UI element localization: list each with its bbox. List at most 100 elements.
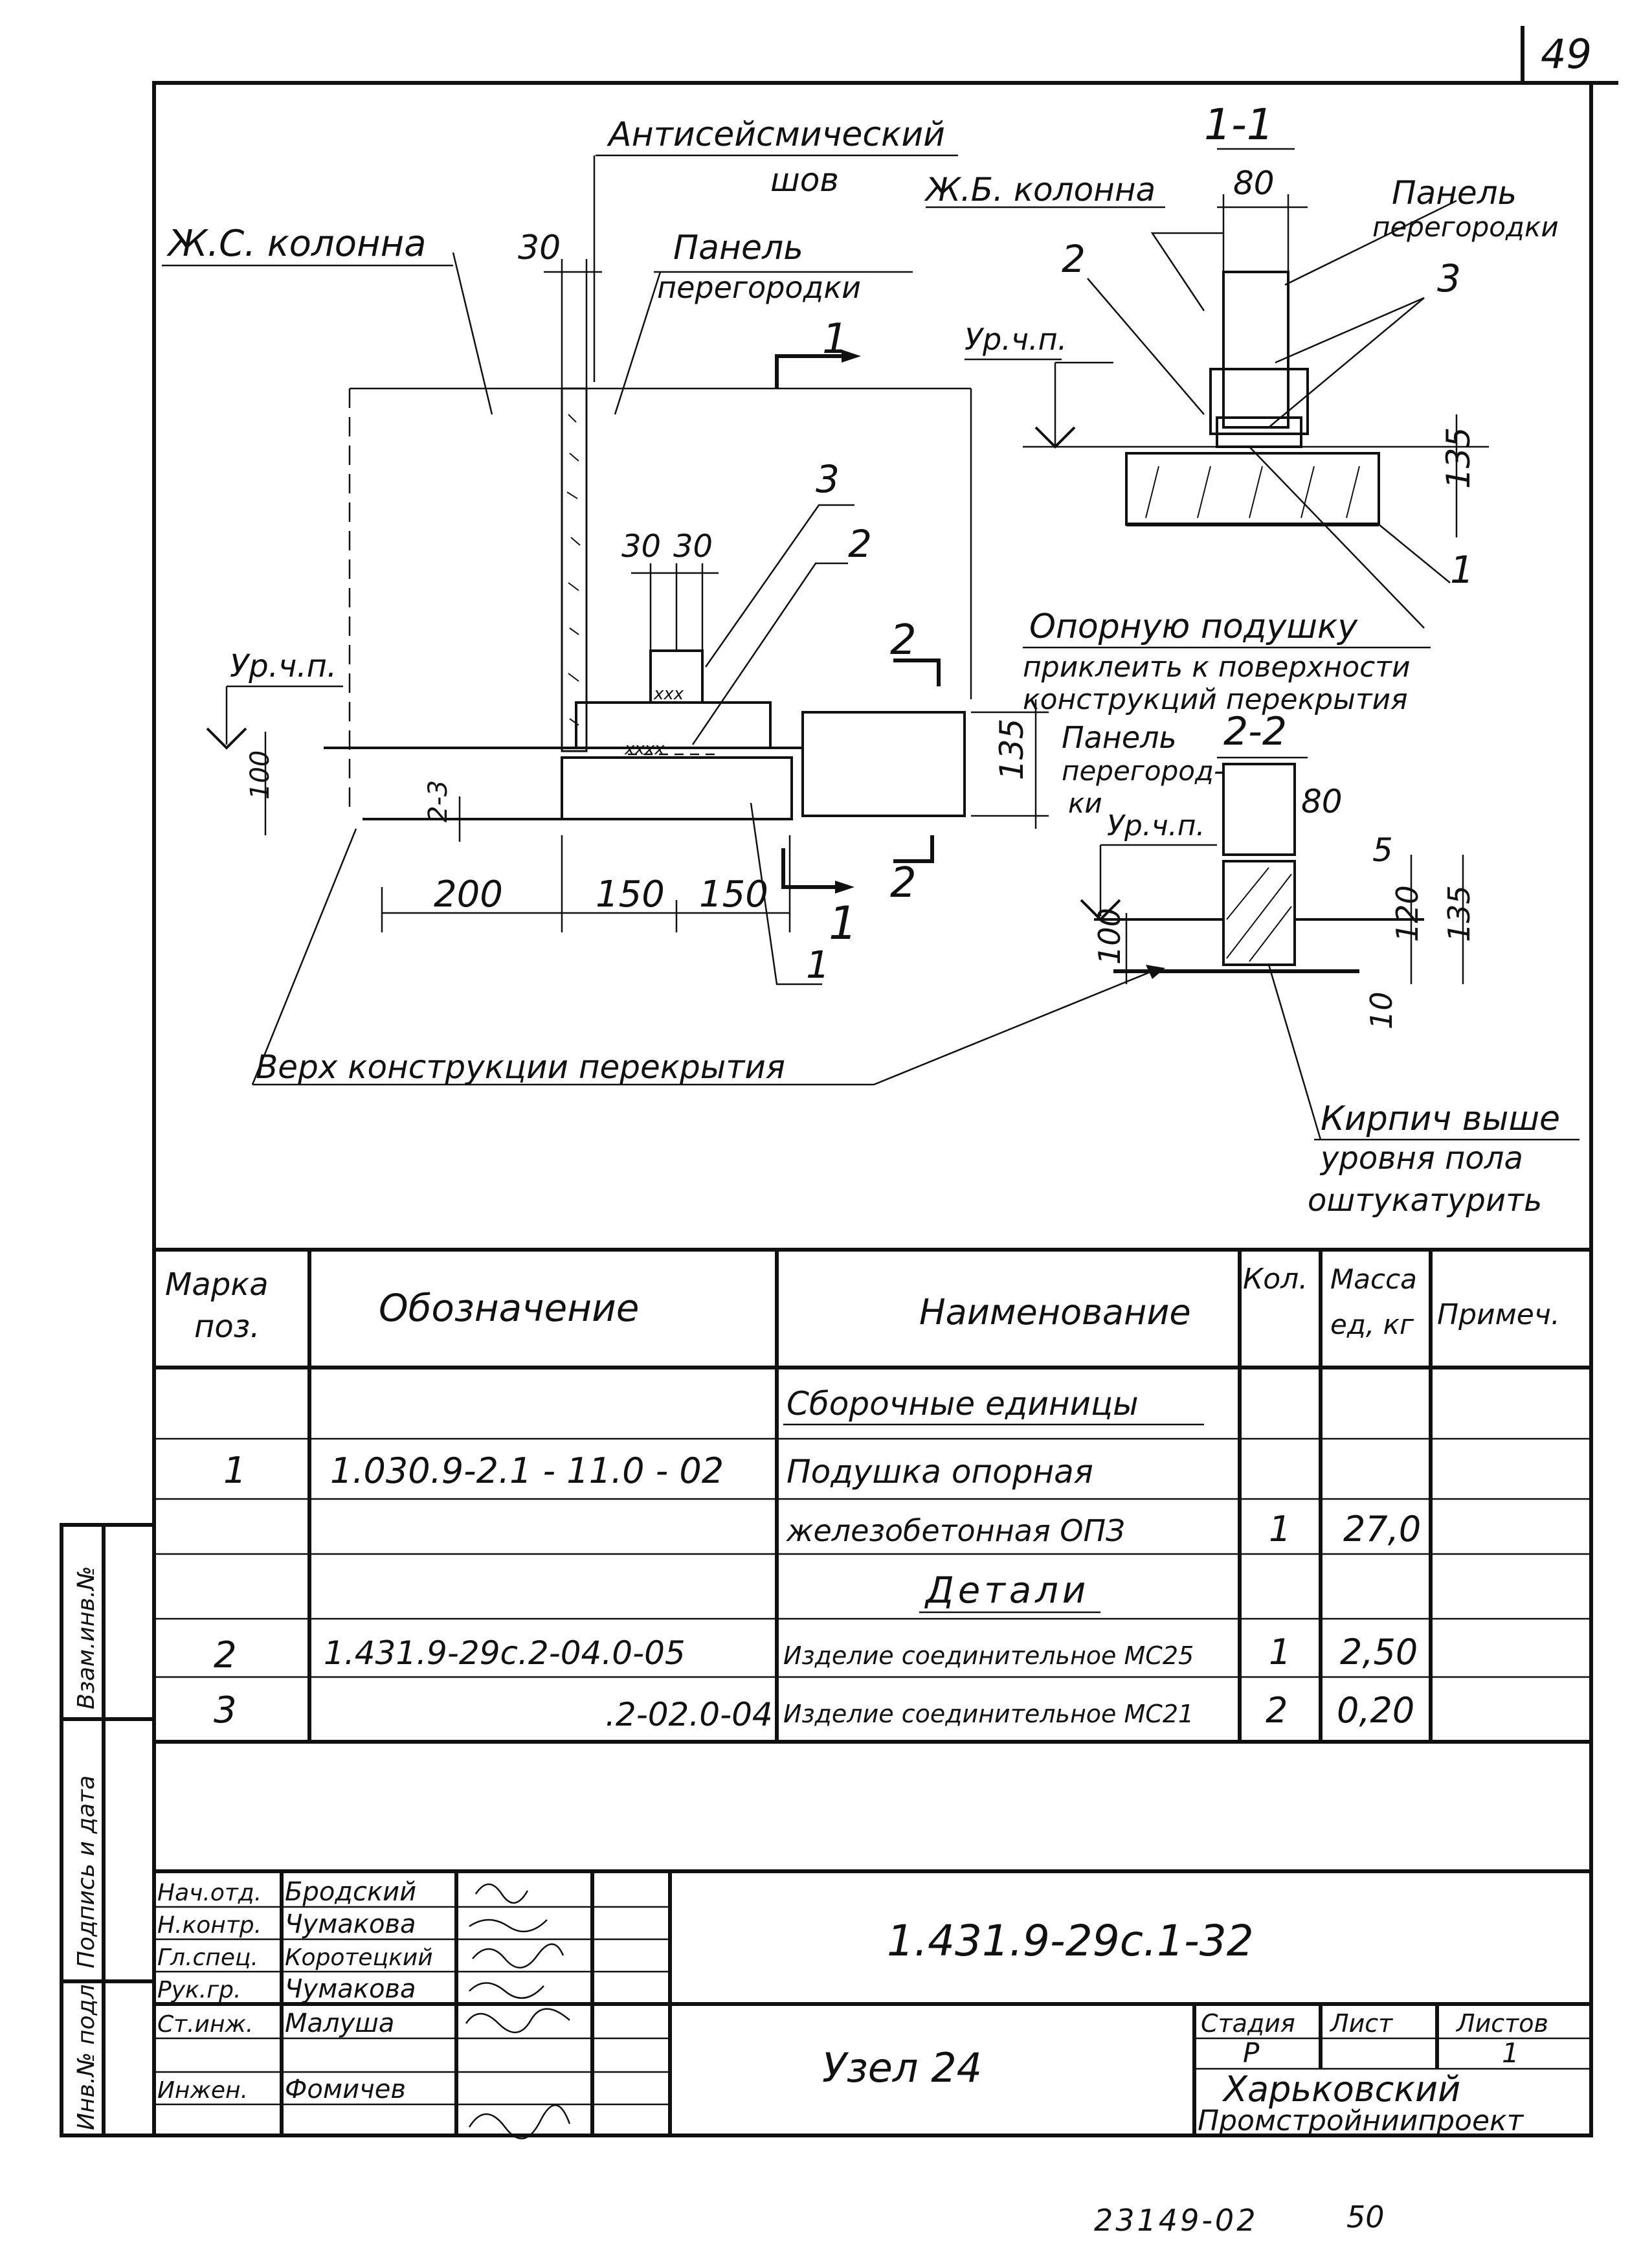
- brick-note-1: Кирпич выше: [1321, 1099, 1560, 1138]
- section-1-top-label: 1: [822, 315, 849, 363]
- org-name-2: Промстройниипроект: [1198, 2104, 1524, 2137]
- brick-note-3: оштукатурить: [1308, 1182, 1542, 1219]
- section-1-1-panel-label-2: перегородки: [1372, 211, 1559, 243]
- header-mass-1: Масса: [1330, 1263, 1417, 1295]
- antiseismic-seam-label: Антисейсмический: [607, 115, 945, 154]
- dim-135-main: 135: [993, 719, 1031, 780]
- section-1-1-panel-label: Панель: [1392, 174, 1517, 212]
- dim-30-right: 30: [673, 528, 713, 565]
- staff-2-name: Коротецкий: [285, 1944, 433, 1971]
- section-2-2-dim-100: 100: [1092, 908, 1127, 965]
- row-5-qty: 2: [1266, 1690, 1288, 1731]
- dim-150-a: 150: [596, 873, 665, 916]
- dim-200: 200: [434, 873, 503, 916]
- side-stamp-signature-date: Подпись и дата: [73, 1775, 100, 1968]
- page-number: 50: [1346, 2200, 1385, 2235]
- staff-1-name: Чумакова: [285, 1909, 416, 1939]
- org-name-1: Харьковский: [1222, 2069, 1460, 2110]
- dim-2-3: 2-3: [423, 780, 453, 822]
- section-1-1-rc-column: Ж.Б. колонна: [924, 171, 1155, 208]
- title-block-grid: [154, 1869, 1591, 2135]
- archive-number: 23149-02: [1094, 2203, 1258, 2238]
- row-5-pos: 3: [214, 1689, 237, 1731]
- main-detail: xxx xxxx: [206, 155, 1165, 1086]
- section-1-1: [1023, 148, 1489, 649]
- slab-top-label: Верх конструкции перекрытия: [256, 1048, 785, 1086]
- row-5-designation: .2-02.0-04: [605, 1696, 773, 1733]
- header-mass-2: ед, кг: [1330, 1309, 1414, 1340]
- sheets-value: 1: [1502, 2037, 1519, 2069]
- row-0-name: Сборочные единицы: [787, 1385, 1139, 1423]
- header-qty: Кол.: [1243, 1263, 1308, 1296]
- side-stamp-original-no: Инв.№ подл.: [73, 1977, 100, 2130]
- support-note-2: приклеить к поверхности: [1023, 651, 1411, 684]
- partition-panel-label: Панель: [673, 229, 803, 267]
- svg-text:xxxx: xxxx: [624, 739, 665, 759]
- row-1-pos: 1: [223, 1450, 247, 1492]
- side-stamp-replacement: Взам.инв.№: [73, 1566, 100, 1709]
- row-2-name: железобетонная ОПЗ: [786, 1513, 1125, 1548]
- section-2-2-title: 2-2: [1223, 709, 1287, 754]
- section-1-1-floor-level: Ур.ч.п.: [965, 322, 1067, 357]
- row-2-mass: 27,0: [1343, 1509, 1421, 1549]
- row-3-name: Детали: [924, 1570, 1089, 1612]
- section-2-2-dim-5: 5: [1372, 831, 1393, 869]
- staff-2-role: Гл.спец.: [157, 1944, 258, 1971]
- section-2-2-dim-80: 80: [1301, 783, 1343, 820]
- sheet-title: Узел 24: [822, 2044, 982, 2091]
- header-designation: Обозначение: [379, 1286, 639, 1330]
- staff-6-role: Инжен.: [157, 2077, 248, 2104]
- pos-2-label: 2: [848, 522, 872, 566]
- row-4-qty: 1: [1269, 1632, 1291, 1672]
- support-note-1: Опорную подушку: [1029, 607, 1358, 646]
- side-stamp-grid: [60, 1523, 156, 2137]
- antiseismic-seam-label-2: шов: [770, 161, 839, 199]
- partition-panel-label-2: перегородки: [657, 270, 861, 305]
- section-2-2: [1080, 756, 1579, 1141]
- rc-column-label: Ж.С. колонна: [166, 223, 427, 265]
- section-2-2-panel-1: Панель: [1062, 720, 1177, 755]
- row-4-mass: 2,50: [1340, 1632, 1418, 1672]
- pos-1-label: 1: [806, 943, 830, 987]
- stage-value: Р: [1243, 2037, 1260, 2069]
- header-mark-1: Марка: [165, 1267, 269, 1303]
- section-2-bottom-label: 2: [890, 859, 917, 907]
- sheet-frame: [152, 26, 1618, 2137]
- floor-level-label: Ур.ч.п.: [230, 648, 337, 684]
- drawing-code: 1.431.9-29с.1-32: [887, 1916, 1254, 1966]
- staff-3-name: Чумакова: [285, 1974, 416, 2004]
- staff-4-role: Ст.инж.: [157, 2011, 253, 2038]
- section-2-2-floor-level: Ур.ч.п.: [1107, 809, 1205, 842]
- section-1-1-pos-1: 1: [1450, 548, 1474, 592]
- row-4-designation: 1.431.9-29с.2-04.0-05: [324, 1634, 686, 1672]
- section-1-bottom-label: 1: [829, 897, 858, 950]
- header-mark-2: поз.: [194, 1309, 260, 1345]
- svg-text:xxx: xxx: [653, 684, 684, 704]
- section-1-1-dim-135: 135: [1440, 427, 1477, 489]
- row-4-pos: 2: [214, 1634, 237, 1676]
- brick-note-2: уровня пола: [1319, 1140, 1523, 1177]
- section-2-2-dim-120: 120: [1390, 885, 1425, 942]
- spec-table-grid: [154, 1248, 1591, 1744]
- sheet-label: Лист: [1329, 2009, 1394, 2038]
- support-note-3: конструкций перекрытия: [1023, 683, 1408, 716]
- section-2-2-dim-135: 135: [1442, 885, 1477, 942]
- section-2-top-label: 2: [890, 616, 917, 664]
- stage-label: Стадия: [1201, 2009, 1295, 2038]
- section-1-1-pos-2: 2: [1062, 237, 1086, 281]
- dim-30-left: 30: [621, 528, 661, 565]
- section-1-1-dim-80: 80: [1233, 164, 1275, 202]
- row-5-mass: 0,20: [1337, 1690, 1414, 1731]
- dim-150-b: 150: [699, 873, 768, 916]
- staff-0-name: Бродский: [285, 1877, 416, 1907]
- row-1-designation: 1.030.9-2.1 - 11.0 - 02: [330, 1450, 724, 1491]
- section-2-2-panel-3: ки: [1068, 787, 1102, 819]
- sheet-number: 49: [1541, 30, 1592, 78]
- section-2-2-dim-10: 10: [1364, 991, 1399, 1030]
- row-2-qty: 1: [1269, 1509, 1291, 1549]
- row-4-name: Изделие соединительное МС25: [783, 1641, 1194, 1670]
- staff-0-role: Нач.отд.: [157, 1880, 262, 1906]
- staff-6-name: Фомичев: [285, 2075, 406, 2104]
- row-1-name: Подушка опорная: [787, 1453, 1093, 1491]
